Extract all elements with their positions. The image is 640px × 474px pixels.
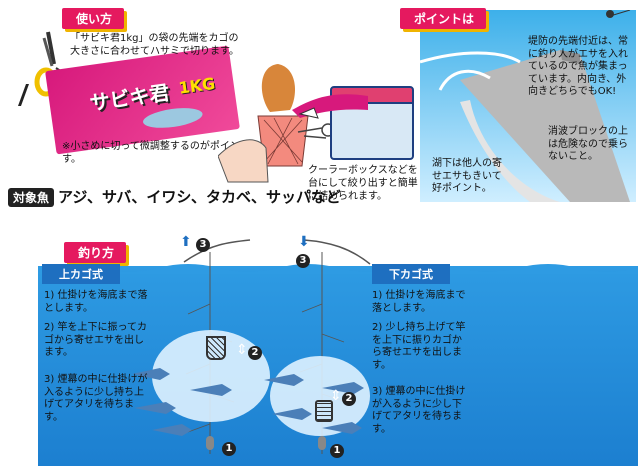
arrow-up-icon: ⬆: [180, 234, 192, 250]
usage-note: ※小さめに切って微調整するのがポイントです。: [62, 141, 260, 165]
cooler-note: クーラーボックスなどを台にして絞り出すと簡単に詰められます。: [308, 165, 418, 202]
usage-tag: 使い方: [62, 8, 125, 29]
lower-step-2: 2) 少し持ち上げて竿を上下に振りカゴから寄せエサを出します。: [372, 322, 466, 371]
usage-instruction: 「サビキ君1kg」の袋の先端をカゴの大きさに合わせてハサミで切ります。: [70, 33, 239, 57]
arrow-updown-icon-left: ⇕: [236, 342, 248, 358]
package-brand: サビキ君: [88, 80, 171, 116]
package-weight: 1KG: [177, 73, 217, 98]
lower-sinker: [318, 436, 326, 450]
target-fish: アジ、サバ、イワシ、タカベ、サッパなど: [58, 188, 342, 206]
marker-3-left: 3: [196, 238, 210, 252]
upper-method-label: 上カゴ式: [42, 264, 120, 284]
marker-2-left: 2: [248, 346, 262, 360]
lower-basket: [315, 400, 333, 422]
lower-step-3: 3) 煙幕の中に仕掛けが入るように少し下げてアタリを待ちます。: [372, 386, 466, 435]
arrow-down-icon: ⬇: [298, 234, 310, 250]
hand-basket-illustration: [218, 64, 335, 183]
marker-1-left: 1: [222, 442, 236, 456]
upper-step-3: 3) 煙幕の中に仕掛けが入るように少し持ち上げてアタリを待ちます。: [44, 374, 148, 423]
upper-step-2: 2) 竿を上下に振ってカゴから寄せエサを出します。: [44, 322, 147, 358]
marker-1-right: 1: [330, 444, 344, 458]
point-text-1: 堤防の先端付近は、常に釣り人がエサを入れているので魚が集まっています。内向き、外…: [528, 36, 628, 97]
upper-sinker: [206, 436, 214, 450]
point-tag: ポイントは: [400, 8, 487, 29]
marker-3-right: 3: [296, 254, 310, 268]
upper-basket: [206, 336, 226, 360]
fish-school-right: [264, 374, 364, 434]
point-text-2: 消波ブロックの上は危険なので乗らないこと。: [548, 126, 628, 162]
lower-step-1: 1) 仕掛けを海底まで落とします。: [372, 290, 466, 314]
point-text-3: 湖下は他人の寄せエサもきいて好ポイント。: [432, 158, 502, 194]
upper-step-1: 1) 仕掛けを海底まで落とします。: [44, 290, 148, 314]
sea-surface: [38, 264, 638, 274]
package-image: サビキ君 1KG: [45, 45, 240, 155]
lower-method-label: 下カゴ式: [372, 264, 450, 284]
bag-illustration: [292, 94, 368, 119]
fishing-tag: 釣り方: [64, 242, 127, 263]
point-panel: [420, 10, 636, 202]
target-label: 対象魚: [8, 188, 55, 207]
breakwater-illustration: [420, 10, 631, 202]
cooler-box: [330, 86, 414, 160]
fish-school-left: [132, 368, 232, 436]
arrow-updown-icon-right: ⇕: [330, 388, 342, 404]
marker-2-right: 2: [342, 392, 356, 406]
